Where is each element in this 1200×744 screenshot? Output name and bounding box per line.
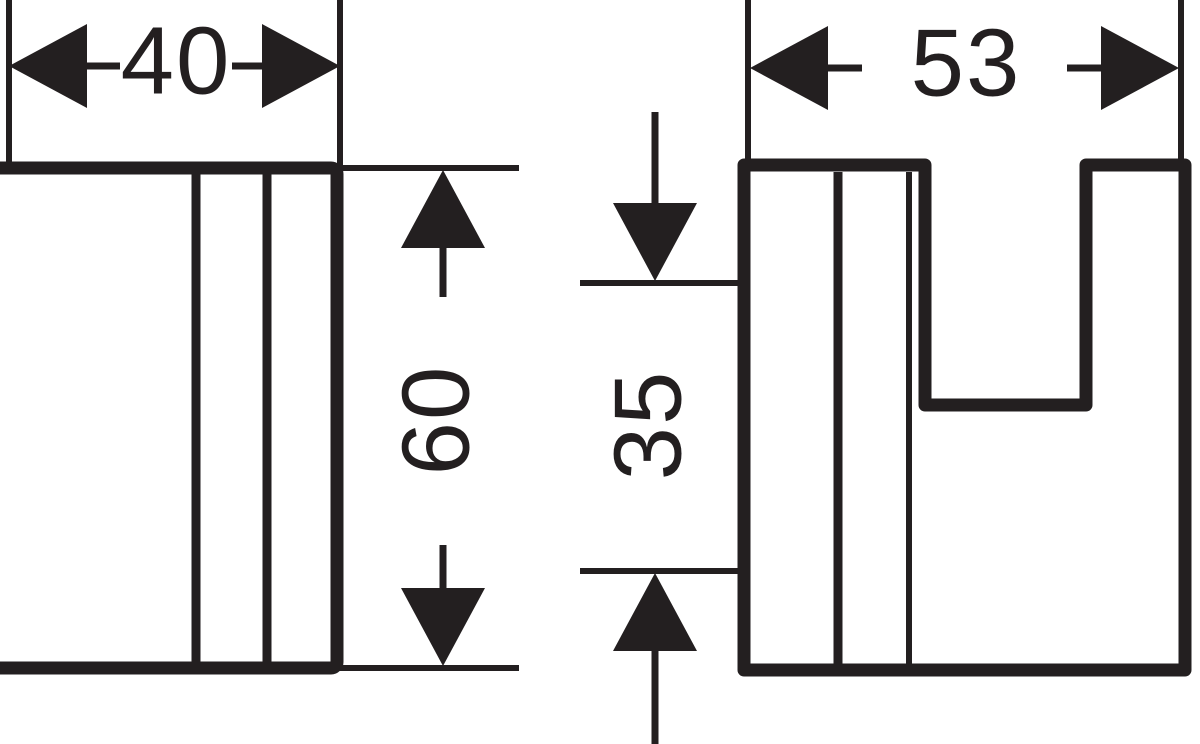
dim-40-label: 40	[121, 7, 232, 114]
dim-60-arrow-top	[401, 170, 485, 248]
front-view-body	[0, 161, 344, 675]
dimension-60-group: 60	[337, 165, 519, 671]
dim-35-arrow-top	[613, 203, 697, 281]
dim-53-arrow-right	[1101, 26, 1179, 110]
dim-60-arrow-bottom	[401, 588, 485, 666]
dim-35-label: 35	[594, 370, 701, 481]
front-view-group	[0, 161, 344, 675]
side-view-body	[737, 158, 1192, 677]
dim-40-arrow-right	[262, 24, 340, 108]
dim-35-arrow-bottom	[613, 573, 697, 651]
dimension-35-group: 35	[580, 112, 748, 744]
dimension-53-group: 53	[745, 0, 1184, 166]
dim-40-arrow-left	[9, 24, 87, 108]
side-view-group	[737, 158, 1192, 677]
dimension-40-group: 40	[6, 0, 343, 168]
dim-60-label: 60	[382, 365, 489, 476]
dim-53-label: 53	[911, 9, 1022, 116]
dim-53-arrow-left	[750, 26, 828, 110]
